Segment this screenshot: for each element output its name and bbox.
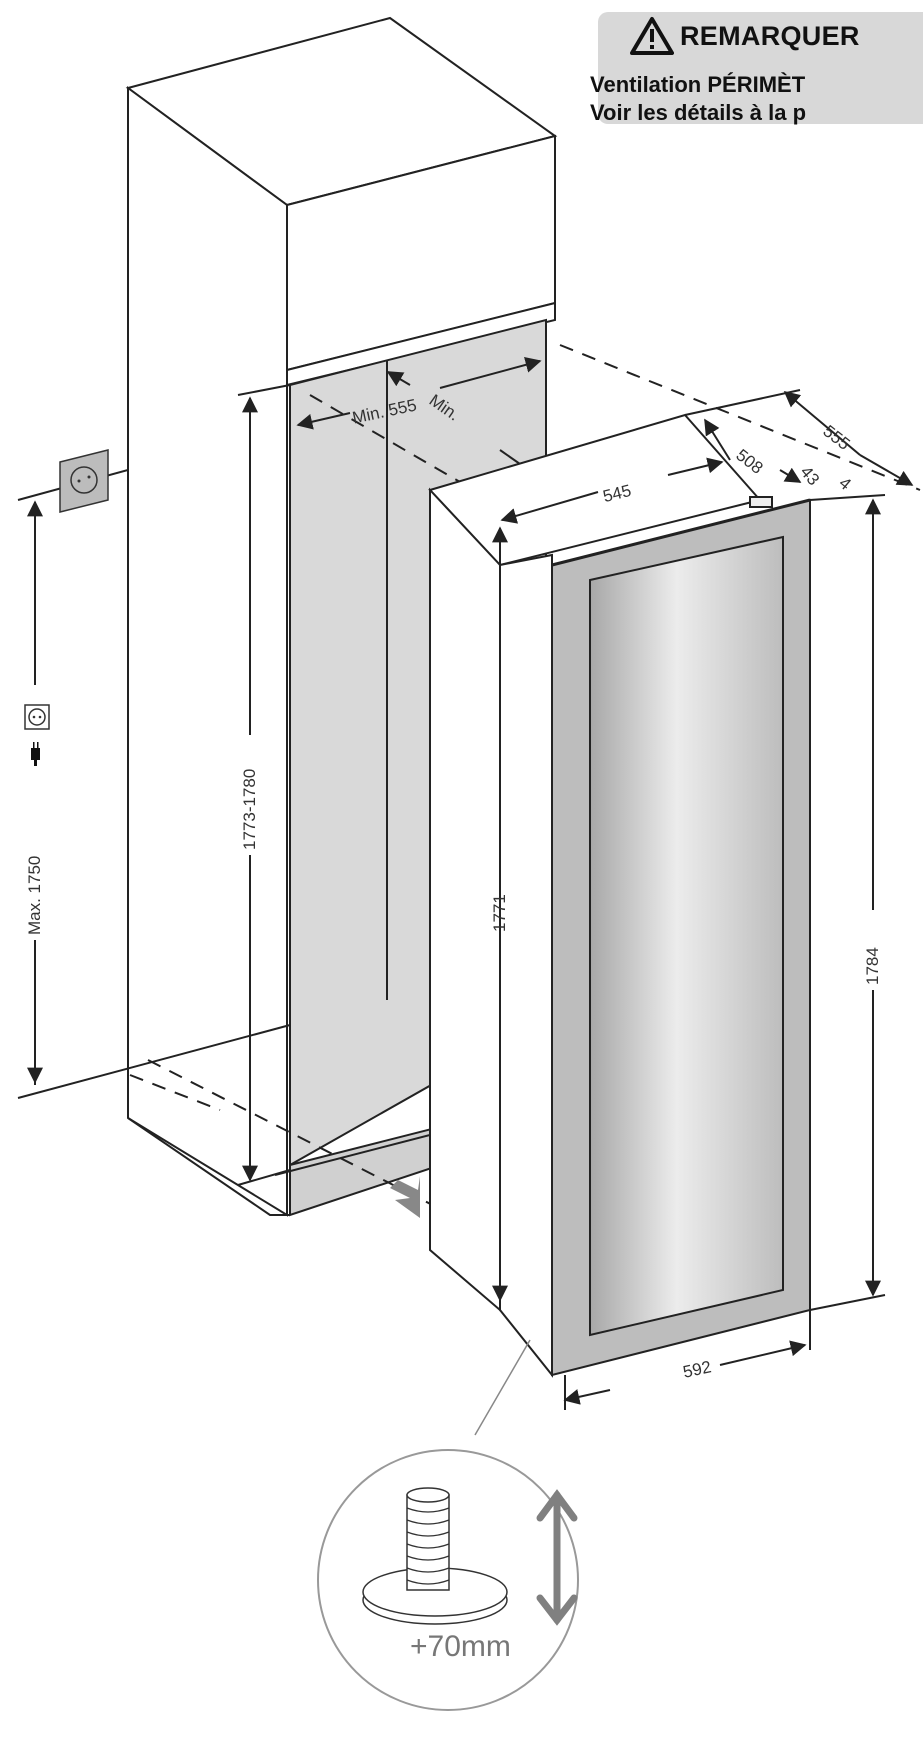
dim-socket-height: Max. 1750: [25, 855, 44, 935]
notice-line-1: Ventilation PÉRIMÈT: [590, 72, 806, 97]
airflow-arrow-icon: [390, 1176, 420, 1218]
socket-symbol-icon: [24, 704, 50, 766]
warning-triangle-icon: [630, 17, 674, 55]
wine-cooler: [428, 413, 811, 1378]
dim-niche-height: 1773-1780: [240, 768, 259, 850]
notice-line-2: Voir les détails à la p: [590, 100, 807, 125]
dim-appliance-height: 1771: [490, 894, 509, 932]
dim-appliance-height-total: 1784: [863, 947, 882, 985]
wall-socket-icon: [59, 449, 109, 513]
notice-title: REMARQUER: [680, 20, 860, 51]
adjustable-foot-detail: [317, 1449, 579, 1711]
notice-header: REMARQUER: [630, 14, 860, 58]
foot-adjustment-label: +70mm: [410, 1630, 511, 1663]
